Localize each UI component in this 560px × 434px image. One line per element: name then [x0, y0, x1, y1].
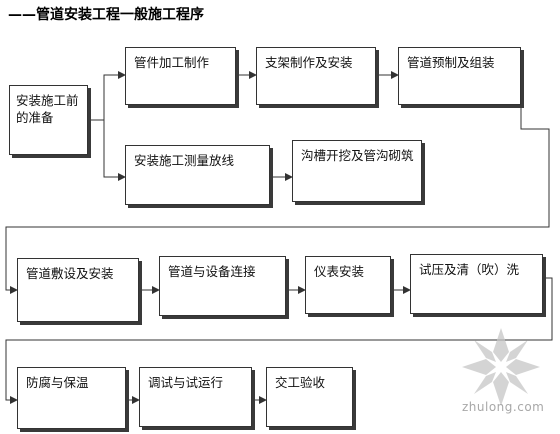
box-acceptance: 交工验收 — [266, 367, 353, 427]
box-pressure-test: 试压及清（吹）洗 — [410, 254, 543, 314]
box-trench: 沟槽开挖及管沟砌筑 — [292, 140, 422, 202]
diagram-title: ——管道安装工程一般施工程序 — [8, 7, 204, 23]
box-laying: 管道敷设及安装 — [17, 258, 139, 322]
box-anticorrosion: 防腐与保温 — [17, 367, 126, 429]
box-equipment-connect: 管道与设备连接 — [159, 256, 286, 316]
box-instrument: 仪表安装 — [305, 256, 391, 314]
connector-start-to-survey — [103, 120, 126, 181]
box-pipe-prefab: 管道预制及组装 — [398, 47, 521, 105]
watermark-text: zhulong.com — [462, 400, 545, 414]
box-pipe-fabrication: 管件加工制作 — [125, 47, 236, 105]
connector-prefab-to-laying — [5, 80, 550, 294]
watermark-logo-icon — [462, 328, 540, 406]
box-trial-run: 调试与试运行 — [139, 367, 252, 427]
box-start: 安装施工前的准备 — [9, 85, 88, 155]
connector-test-to-anticorrosion — [5, 277, 553, 404]
connector-start-to-fabrication — [88, 71, 126, 121]
box-support-fabrication: 支架制作及安装 — [256, 47, 376, 105]
box-survey: 安装施工测量放线 — [125, 145, 270, 205]
